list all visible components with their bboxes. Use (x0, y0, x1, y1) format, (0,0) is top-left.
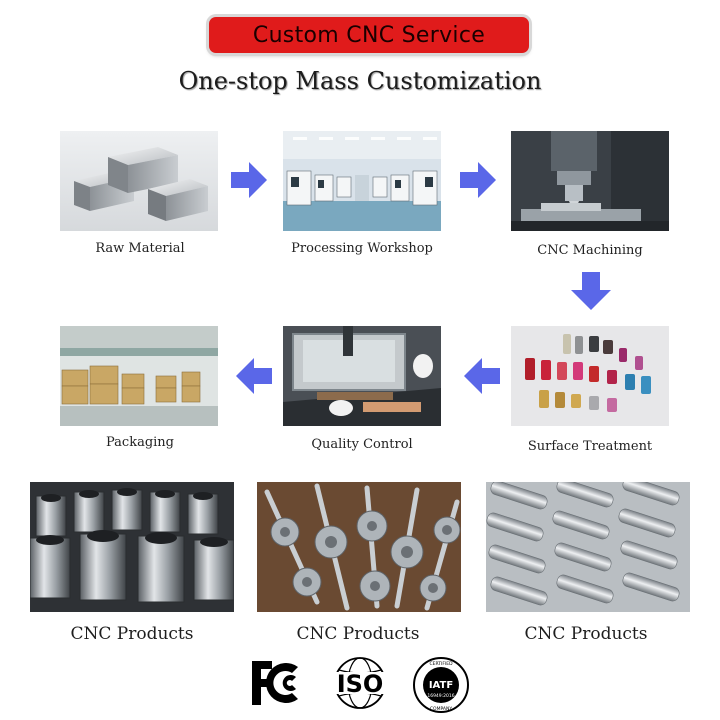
iso-logo-icon: ISO (325, 656, 395, 710)
arrow-down-icon (569, 270, 613, 312)
product-label-3: CNC Products (524, 624, 648, 644)
iatf-certified-badge-icon: IATF 16949:2016 CERTIFIED COMPANY (412, 656, 470, 714)
step-label-raw-material: Raw Material (95, 241, 185, 256)
cnc-product-image-2 (257, 482, 461, 612)
arrow-left-icon (234, 356, 274, 396)
svg-text:16949:2016: 16949:2016 (427, 693, 454, 699)
product-label-2: CNC Products (296, 624, 420, 644)
svg-text:COMPANY: COMPANY (430, 706, 452, 712)
arrow-right-icon (458, 160, 498, 200)
svg-text:IATF: IATF (429, 680, 453, 691)
banner-title: Custom CNC Service (252, 22, 486, 48)
fcc-logo-icon (250, 657, 310, 709)
svg-text:CERTIFIED: CERTIFIED (429, 661, 453, 667)
step-label-packaging: Packaging (106, 435, 174, 450)
cnc-product-image-3 (486, 482, 690, 612)
quality-control-image (283, 326, 441, 426)
packaging-image (60, 326, 218, 426)
raw-material-image (60, 131, 218, 231)
step-label-cnc-machining: CNC Machining (537, 243, 643, 258)
step-label-quality-control: Quality Control (311, 437, 413, 452)
cnc-product-image-1 (30, 482, 234, 612)
arrow-left-icon (462, 356, 502, 396)
page-subtitle: One-stop Mass Customization (178, 67, 542, 95)
step-label-surface-treatment: Surface Treatment (527, 439, 653, 454)
title-banner: Custom CNC Service (209, 17, 529, 53)
step-label-processing-workshop: Processing Workshop (291, 241, 433, 256)
product-label-1: CNC Products (70, 624, 194, 644)
cnc-machining-image (511, 131, 669, 231)
surface-treatment-image (511, 326, 669, 426)
processing-workshop-image (283, 131, 441, 231)
svg-text:ISO: ISO (337, 670, 384, 698)
arrow-right-icon (229, 160, 269, 200)
